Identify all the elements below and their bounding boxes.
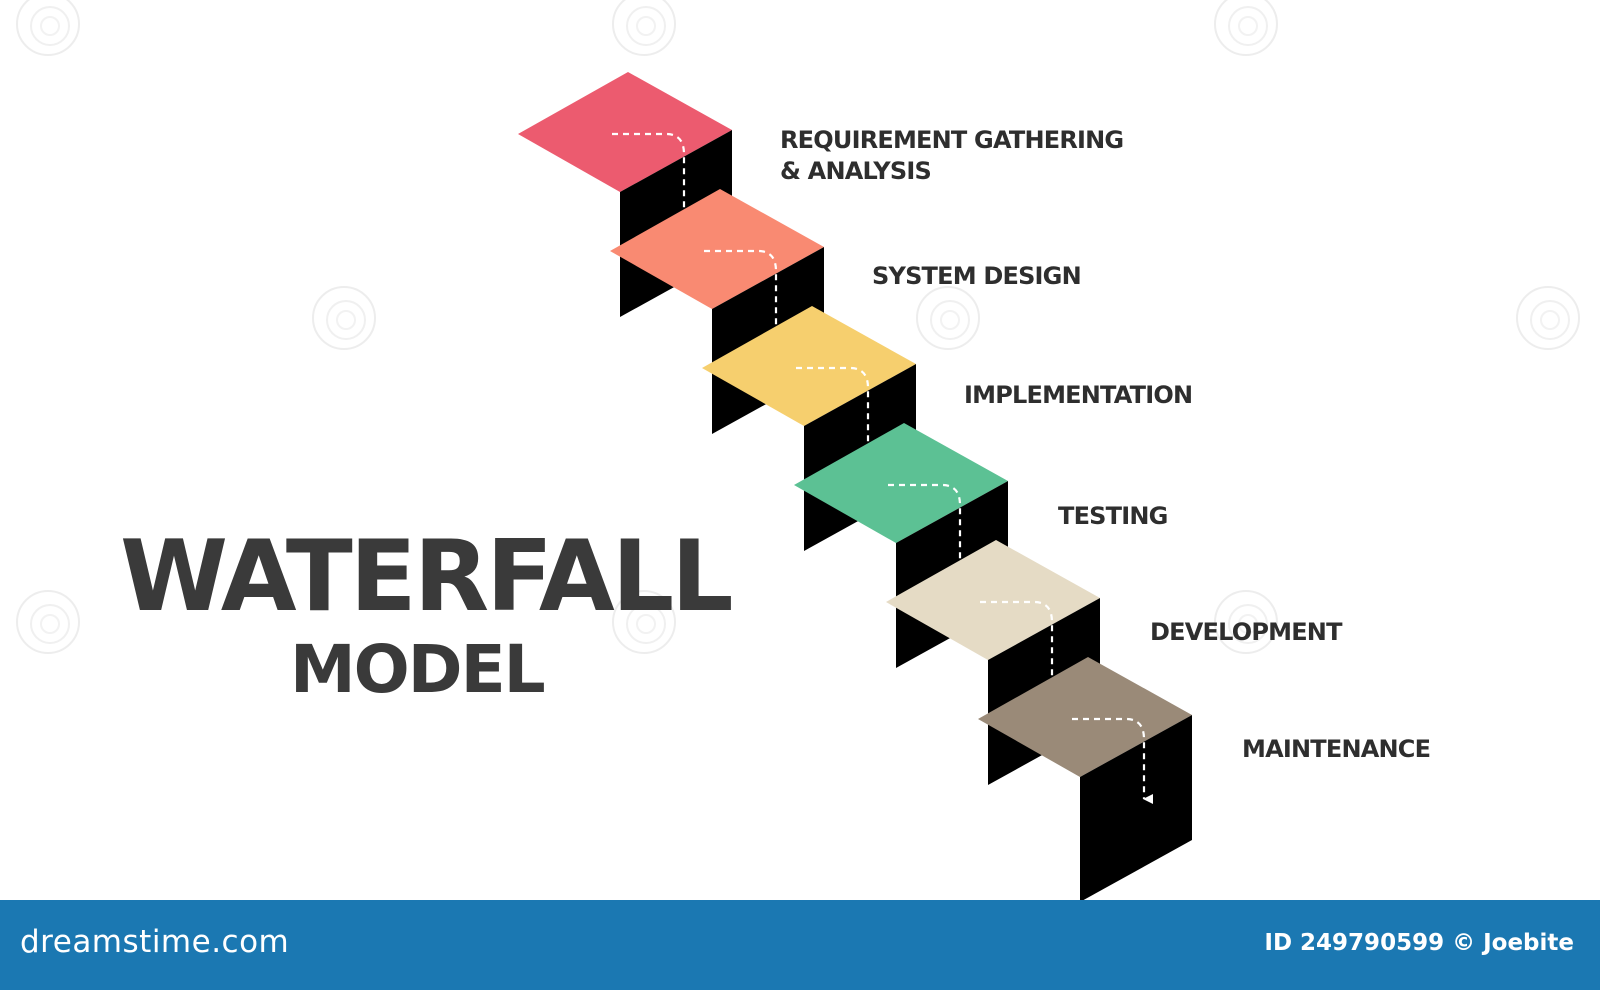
step-label-line: & ANALYSIS xyxy=(780,157,932,185)
diagram-subtitle: MODEL xyxy=(290,631,546,708)
watermark-logo-icon xyxy=(1214,590,1278,654)
watermark-logo-icon xyxy=(16,590,80,654)
watermark-logo-icon xyxy=(916,286,980,350)
flow-arrow-icon xyxy=(1072,717,1153,804)
brand-logo[interactable]: dreamstime.com xyxy=(20,924,290,960)
step-label-requirement: REQUIREMENT GATHERING & ANALYSIS xyxy=(780,125,1124,187)
watermark-logo-icon xyxy=(612,590,676,654)
footer-bar: dreamstime.com ID 249790599 © Joebite xyxy=(0,900,1600,990)
step-tread xyxy=(886,540,1100,660)
step-label-development: DEVELOPMENT xyxy=(1150,617,1342,648)
step-label-line: TESTING xyxy=(1058,502,1168,530)
step-label-testing: TESTING xyxy=(1058,501,1168,532)
step-label-implementation: IMPLEMENTATION xyxy=(964,380,1193,411)
step-label-line: IMPLEMENTATION xyxy=(964,381,1193,409)
watermark-logo-icon xyxy=(16,0,80,56)
step-tread xyxy=(518,72,732,192)
image-id-credit: ID 249790599 © Joebite xyxy=(1264,930,1574,956)
step-label-line: SYSTEM DESIGN xyxy=(872,262,1082,290)
flow-arrow-icon xyxy=(888,483,969,570)
step-label-line: MAINTENANCE xyxy=(1242,735,1431,763)
flow-arrow-icon xyxy=(704,249,785,336)
step-tread xyxy=(978,657,1192,777)
watermark-logo-icon xyxy=(1214,0,1278,56)
waterfall-step xyxy=(978,657,1192,900)
step-label-line: DEVELOPMENT xyxy=(1150,618,1342,646)
watermark-logo-icon xyxy=(1516,286,1580,350)
flow-arrow-icon xyxy=(980,600,1061,687)
step-tread xyxy=(610,189,824,309)
step-label-line: REQUIREMENT GATHERING xyxy=(780,126,1124,154)
flow-arrow-icon xyxy=(796,366,877,453)
step-tread xyxy=(794,423,1008,543)
waterfall-staircase-diagram xyxy=(518,72,1192,900)
watermark-logo-icon xyxy=(312,286,376,350)
step-label-maintenance: MAINTENANCE xyxy=(1242,734,1431,765)
watermark-logo-icon xyxy=(612,0,676,56)
step-tread xyxy=(702,306,916,426)
diagram-title: WATERFALL xyxy=(120,520,734,634)
step-label-system-design: SYSTEM DESIGN xyxy=(872,261,1082,292)
flow-arrow-icon xyxy=(612,132,693,219)
step-riser xyxy=(1080,715,1192,900)
